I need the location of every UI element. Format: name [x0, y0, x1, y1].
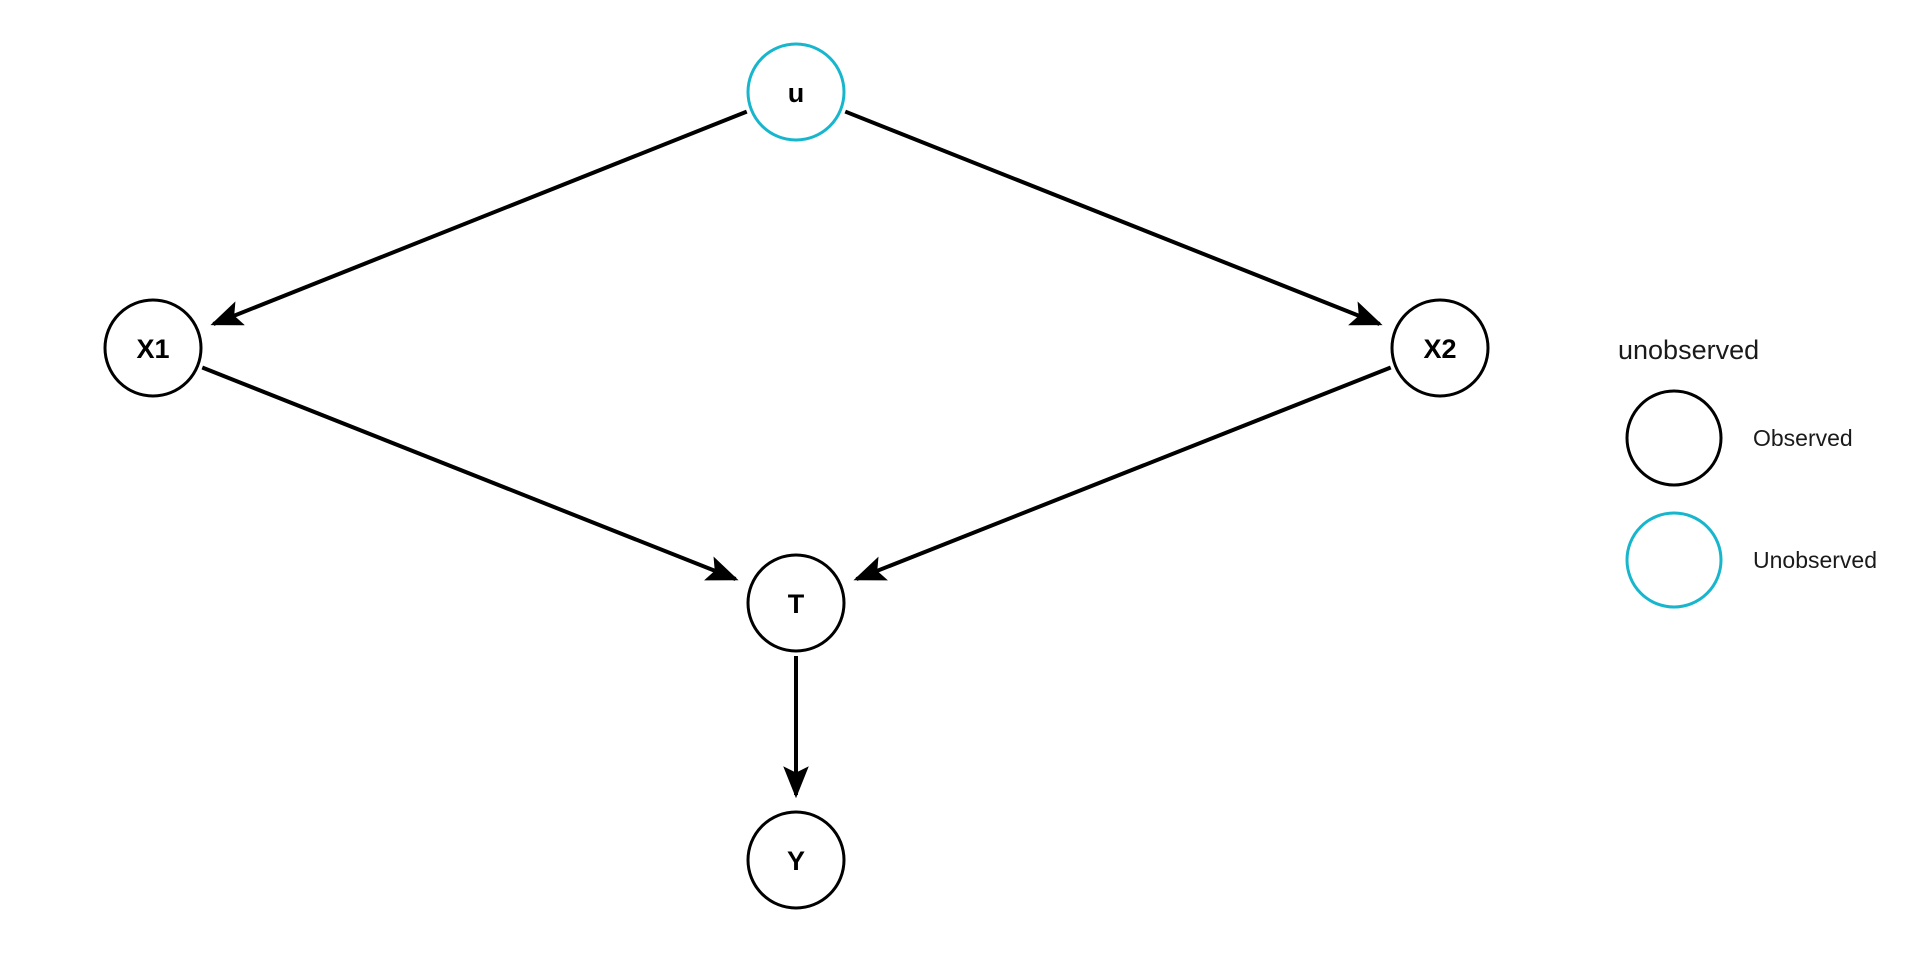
node-label-u: u [788, 78, 805, 108]
node-circle-Y[interactable] [746, 810, 846, 910]
node-u[interactable]: u [746, 42, 846, 142]
node-X2[interactable]: X2 [1390, 298, 1490, 398]
nodes-layer: uX1 X2T Y [103, 42, 1490, 910]
legend-swatch-observed-icon [1625, 389, 1723, 487]
node-label-X1: X1 [136, 334, 169, 364]
node-circle-u[interactable] [746, 42, 846, 142]
node-label-Y: Y [787, 846, 805, 876]
node-label-X2: X2 [1423, 334, 1456, 364]
node-circle-X2[interactable] [1390, 298, 1490, 398]
edge-X2-to-T [853, 365, 1392, 581]
node-label-T: T [788, 589, 805, 619]
legend-label-observed: Observed [1753, 425, 1853, 451]
legend-title: unobserved [1618, 335, 1759, 365]
legend-swatch-unobserved-icon [1625, 511, 1723, 609]
legend-label-unobserved: Unobserved [1753, 547, 1877, 573]
legend-item-observed[interactable]: Observed [1625, 389, 1853, 487]
node-T[interactable]: T [746, 553, 846, 653]
edge-X1-to-T [201, 365, 739, 581]
edge-u-to-X1 [210, 109, 748, 326]
node-X1[interactable]: X1 [103, 298, 203, 398]
edges-layer [201, 109, 1392, 799]
edge-u-to-X2 [844, 109, 1383, 326]
node-Y[interactable]: Y [746, 810, 846, 910]
node-circle-X1[interactable] [103, 298, 203, 398]
node-circle-T[interactable] [746, 553, 846, 653]
legend-item-unobserved[interactable]: Unobserved [1625, 511, 1877, 609]
